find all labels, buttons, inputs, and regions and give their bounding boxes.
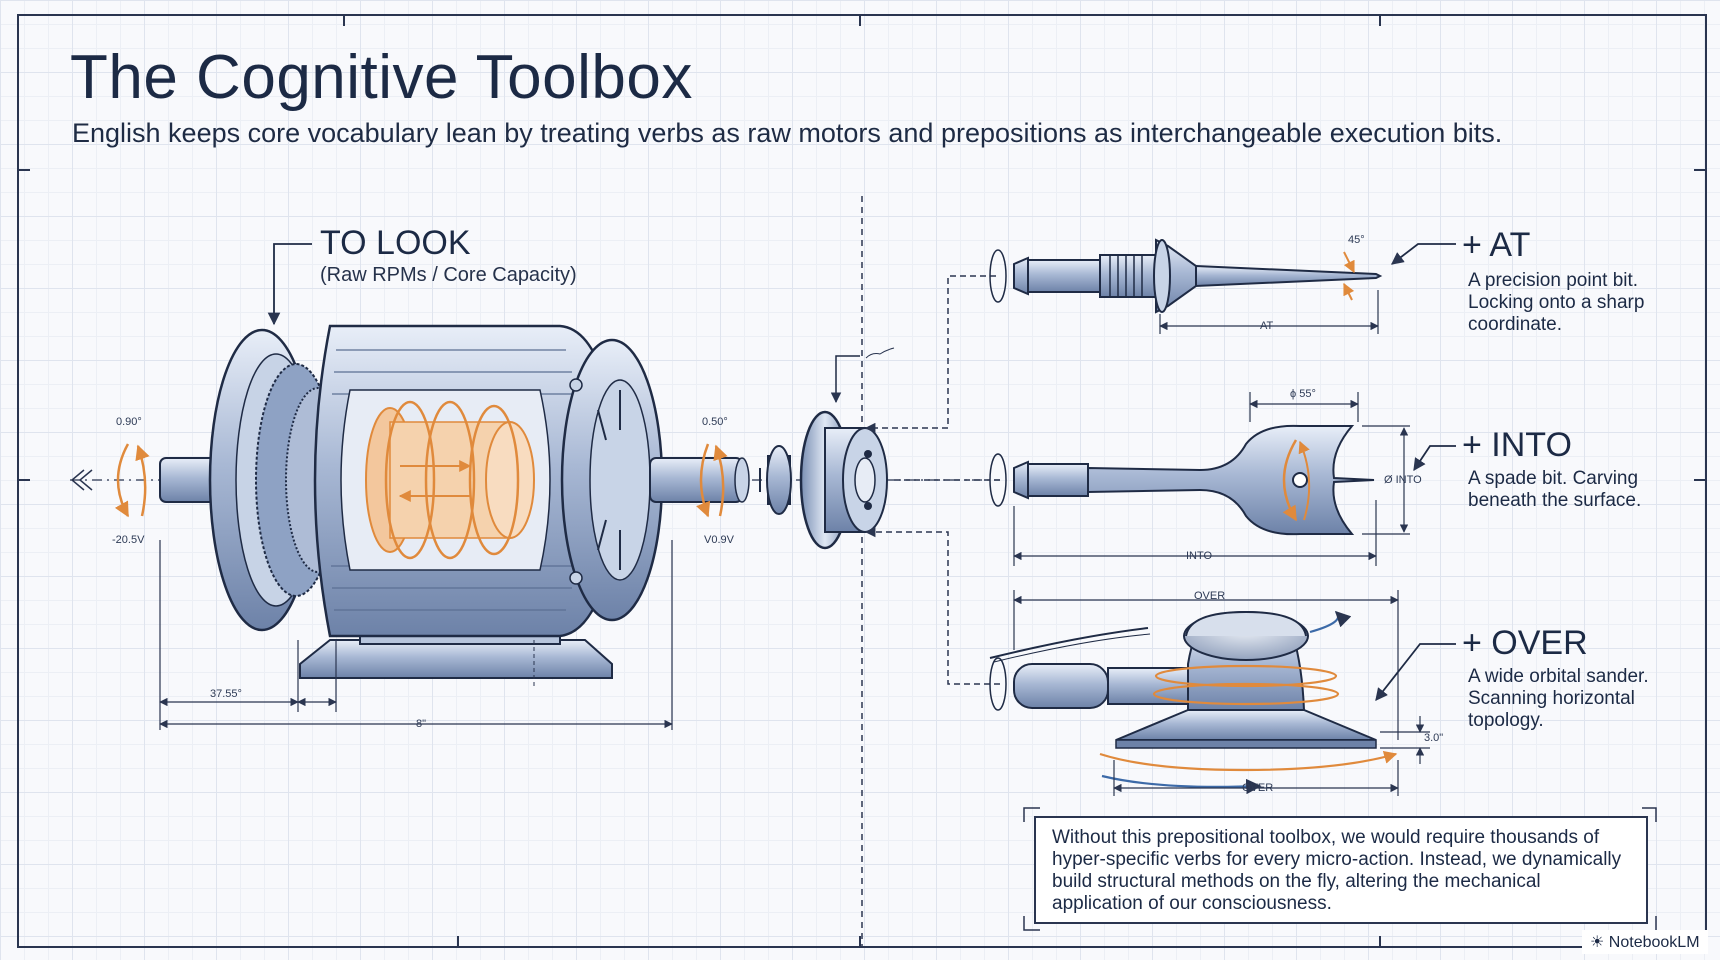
explanation-note-text: Without this prepositional toolbox, we w… bbox=[1052, 827, 1622, 914]
notebooklm-logo-icon: ☀ bbox=[1590, 934, 1605, 951]
over-dimensions bbox=[1013, 590, 1430, 796]
explanation-note: Without this prepositional toolbox, we w… bbox=[1034, 816, 1648, 924]
note-corner-marks bbox=[1023, 807, 1657, 931]
bit-collar-rings bbox=[989, 249, 1007, 711]
into-width: ϕ 55° bbox=[1290, 388, 1316, 400]
over-description: A wide orbital sander. Scanning horizont… bbox=[1468, 666, 1649, 731]
over-orbital-sander bbox=[989, 610, 1398, 795]
coupling-chuck bbox=[759, 347, 895, 550]
bit-connectors bbox=[864, 275, 1000, 685]
into-description: A spade bit. Carving beneath the surface… bbox=[1468, 468, 1642, 511]
over-bottom-span: OVER bbox=[1242, 782, 1274, 794]
over-height: 3.0" bbox=[1424, 732, 1444, 744]
at-angle: 45° bbox=[1348, 234, 1365, 246]
motor-dimensions bbox=[159, 540, 673, 730]
at-span: AT bbox=[1260, 320, 1274, 332]
brand-badge: ☀ NotebookLM bbox=[1582, 930, 1708, 954]
motor-left-voltage: -20.5V bbox=[112, 534, 145, 546]
at-description: A precision point bit. Locking onto a sh… bbox=[1468, 270, 1645, 335]
at-dimensions bbox=[1159, 290, 1379, 334]
motor-total-length: 8" bbox=[416, 718, 427, 730]
into-span: INTO bbox=[1186, 550, 1213, 562]
into-dimensions bbox=[1013, 392, 1410, 566]
into-label: + INTO bbox=[1462, 426, 1572, 464]
motor-short-length: 37.55° bbox=[210, 688, 242, 700]
at-label-pointer bbox=[1391, 243, 1456, 265]
motor-label: TO LOOK bbox=[320, 224, 471, 262]
left-arrow-icon bbox=[70, 469, 93, 491]
into-label-pointer bbox=[1413, 445, 1456, 472]
rotation-arrows bbox=[114, 443, 728, 518]
over-label: + OVER bbox=[1462, 624, 1588, 662]
over-top-span: OVER bbox=[1194, 590, 1226, 602]
frame-ticks bbox=[17, 14, 1707, 948]
at-point-bit bbox=[1013, 238, 1383, 314]
motor-label-pointer bbox=[267, 243, 312, 326]
page-title: The Cognitive Toolbox bbox=[70, 43, 693, 112]
motor-right-voltage: V0.9V bbox=[704, 534, 734, 546]
page-subtitle: English keeps core vocabulary lean by tr… bbox=[72, 118, 1503, 148]
at-label: + AT bbox=[1462, 226, 1531, 264]
into-diameter: Ø INTO bbox=[1384, 474, 1422, 486]
over-label-pointer bbox=[1375, 643, 1456, 701]
motor-illustration bbox=[159, 324, 750, 688]
motor-left-rotation: 0.90° bbox=[116, 416, 142, 428]
motor-right-rotation: 0.50° bbox=[702, 416, 728, 428]
into-spade-bit bbox=[1013, 424, 1375, 536]
brand-name: NotebookLM bbox=[1608, 934, 1700, 951]
motor-sublabel: (Raw RPMs / Core Capacity) bbox=[320, 264, 577, 286]
